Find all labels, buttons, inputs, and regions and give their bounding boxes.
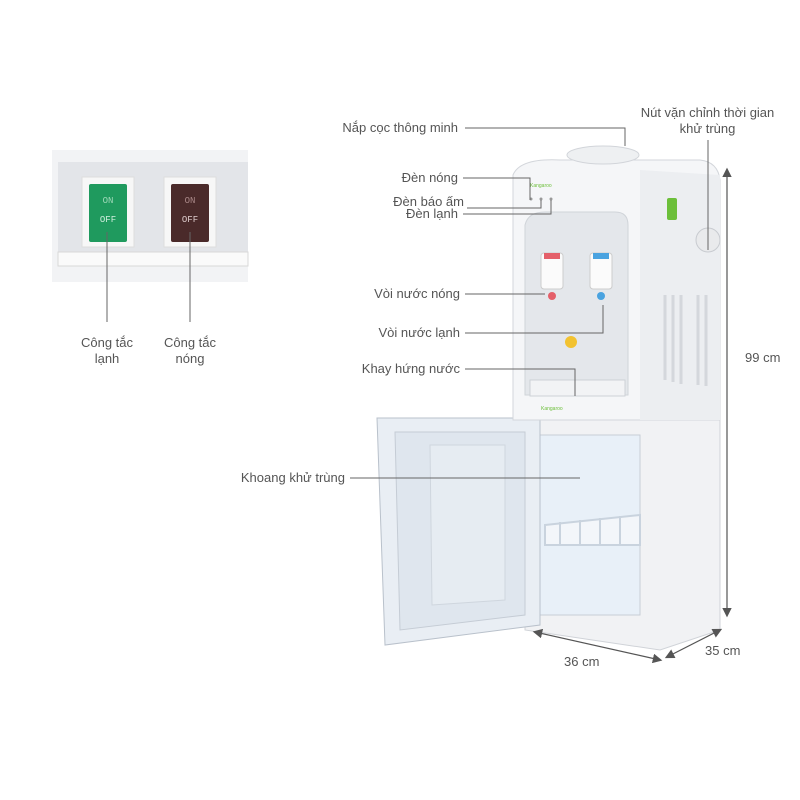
cold-switch-label-line1: Công tắc: [80, 335, 134, 350]
label-drip-tray: Khay hứng nước: [361, 361, 460, 376]
brand-logo-bottom: Kangaroo: [541, 406, 563, 412]
label-sterilizing-cabinet: Khoang khử trùng: [240, 470, 345, 485]
dimension-arrows: [532, 167, 732, 664]
hot-switch: [171, 184, 209, 242]
label-hot-light: Đèn nóng: [401, 170, 458, 185]
dimension-width: 36 cm: [564, 654, 600, 669]
leader-lines: [106, 232, 191, 322]
switch-inset-photo: ON OFF ON OFF: [52, 150, 249, 282]
side-vents: [663, 295, 708, 386]
brand-logo-top: Kangaroo: [530, 183, 552, 189]
label-warm-light: Đèn báo ấm: [393, 194, 464, 209]
hot-switch-on: ON: [185, 196, 196, 206]
dimension-depth: 35 cm: [705, 643, 741, 658]
cold-switch-label-line2: lạnh: [94, 351, 120, 366]
side-badge: [667, 198, 677, 220]
cold-switch: [89, 184, 127, 242]
label-hot-tap: Vòi nước nóng: [374, 286, 460, 301]
cold-switch-on: ON: [103, 196, 114, 206]
width-arrow: [532, 628, 663, 664]
label-cold-light: Đèn lạnh: [405, 206, 458, 221]
depth-arrow: [664, 628, 723, 659]
label-smart-lid: Nắp cọc thông minh: [342, 120, 458, 135]
label-timer-knob: Nút vặn chỉnh thời gian khử trùng: [620, 105, 795, 137]
label-timer-knob-line2: khử trùng: [679, 121, 736, 136]
hot-switch-off: OFF: [182, 215, 198, 225]
shelf: [544, 513, 641, 546]
hot-switch-label-line1: Công tắc: [163, 335, 217, 350]
label-timer-knob-line1: Nút vặn chỉnh thời gian: [640, 105, 775, 120]
cold-switch-off: OFF: [100, 215, 116, 225]
label-cold-tap: Vòi nước lạnh: [378, 325, 460, 340]
cold-switch-label: Công tắc lạnh: [62, 335, 152, 367]
hot-switch-label: Công tắc nóng: [145, 335, 235, 367]
smart-lid: [566, 145, 640, 165]
child-lock-sticker: [565, 336, 577, 348]
hot-switch-label-line2: nóng: [175, 351, 205, 366]
dimension-height: 99 cm: [745, 350, 781, 365]
